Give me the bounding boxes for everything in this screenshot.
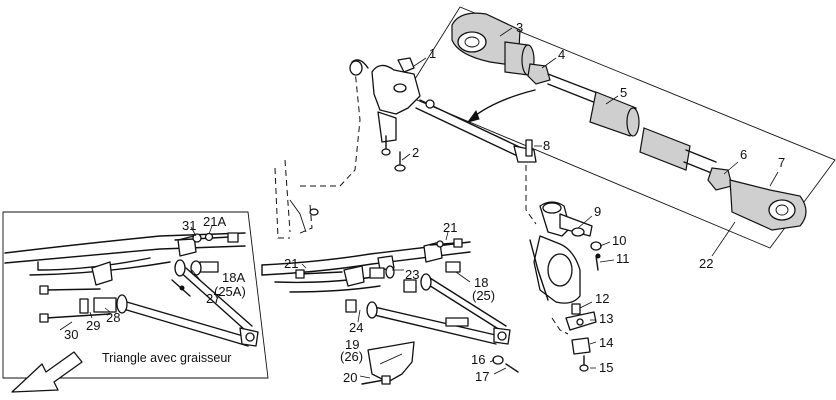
callout-23: 23: [405, 267, 419, 282]
tie-rod-detail: [404, 6, 836, 257]
callout-28: 28: [106, 310, 120, 325]
callout-22: 22: [699, 256, 713, 271]
callout-9: 9: [594, 204, 601, 219]
callout-2: 2: [412, 145, 419, 160]
callout-19: 19: [345, 337, 359, 352]
callout-30: 30: [64, 327, 78, 342]
callout-5: 5: [620, 85, 627, 100]
inset-panel: [2, 211, 269, 393]
callout-7: 7: [778, 155, 785, 170]
callout-24: 24: [349, 320, 363, 335]
callout-labels: 1 2 3 4 5 6 7 8 9 10 11 12 13 14 15 16 1…: [64, 20, 785, 385]
callout-25A: (25A): [214, 284, 246, 299]
callout-6: 6: [740, 147, 747, 162]
callout-21A: 21A: [203, 214, 226, 229]
callout-15: 15: [599, 360, 613, 375]
detail-pointer-arrowhead: [466, 109, 480, 123]
callout-29: 29: [86, 318, 100, 333]
callout-3: 3: [516, 20, 523, 35]
detail-pointer-arrow: [471, 89, 536, 119]
callout-21-right: 21: [443, 220, 457, 235]
callout-19-alt: (26): [340, 349, 363, 364]
inset-caption: Triangle avec graisseur: [102, 351, 231, 365]
callout-18: 18: [474, 275, 488, 290]
upright-assembly: [529, 201, 615, 372]
callout-20: 20: [343, 370, 357, 385]
callout-11: 11: [616, 251, 630, 266]
callout-18-alt: (25): [472, 288, 495, 303]
callout-12: 12: [595, 291, 609, 306]
callout-17: 17: [475, 369, 489, 384]
callout-1: 1: [429, 46, 436, 61]
callout-10: 10: [612, 233, 626, 248]
callout-13: 13: [599, 311, 613, 326]
callout-4: 4: [558, 47, 565, 62]
callout-31: 31: [182, 218, 196, 233]
callout-21-left: 21: [284, 256, 298, 271]
callout-18A: 18A: [222, 270, 245, 285]
main-wishbone: [261, 231, 519, 385]
callout-27: 27: [206, 291, 220, 306]
steering-column: [274, 57, 542, 239]
callout-14: 14: [599, 335, 613, 350]
callout-8: 8: [543, 138, 550, 153]
callout-16: 16: [471, 352, 485, 367]
